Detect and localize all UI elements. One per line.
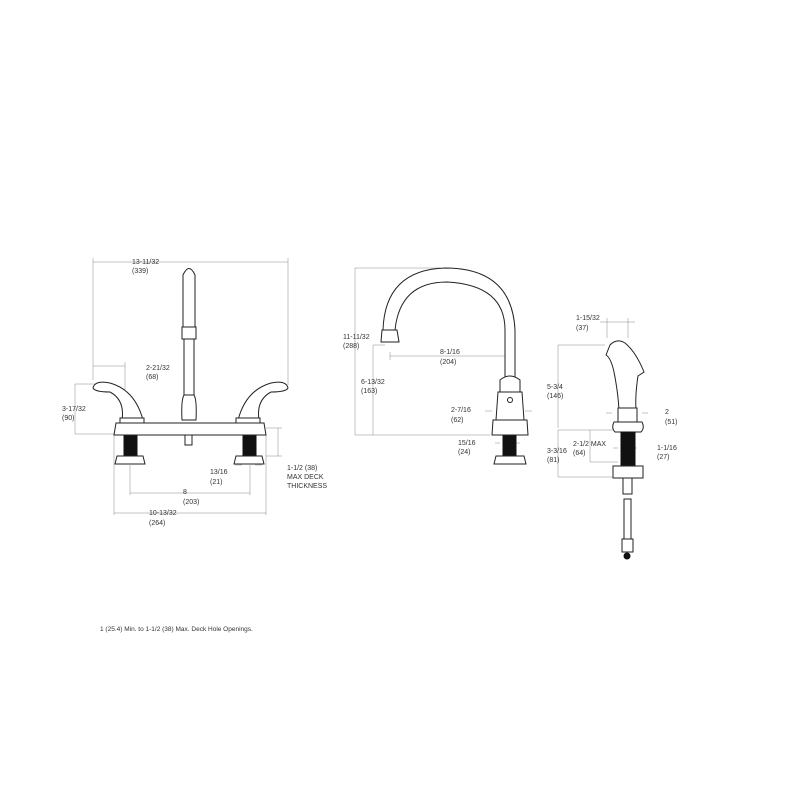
dim-overall-width-mm: (339) bbox=[132, 268, 148, 275]
dim-handle-height: 3-17/32 bbox=[62, 406, 86, 413]
dim-handle-height-mm: (90) bbox=[62, 415, 74, 422]
dim-base-dia-mm: (62) bbox=[451, 417, 463, 424]
dim-sprayer-max-deck-mm: (64) bbox=[573, 450, 585, 457]
dim-center-spacing-mm: (203) bbox=[183, 499, 199, 506]
dim-sprayer-shank-dia: 1-1/16 bbox=[657, 445, 677, 452]
sprayer-view: 1-15/32 (37) 5-3/4 (146) 2 (51) 2-1/2 MA… bbox=[547, 315, 677, 560]
dim-side-shank-dia-mm: (24) bbox=[458, 449, 470, 456]
dim-base-dia: 2-7/16 bbox=[451, 407, 471, 414]
faucet-front-view: 13-11/32 (339) 2-21/32 (68) 3-17/32 (90)… bbox=[62, 258, 327, 527]
dim-sprayer-base: 2 bbox=[665, 409, 669, 416]
dim-sprayer-max-deck: 2-1/2 MAX bbox=[573, 441, 606, 448]
dim-base-width: 10-13/32 bbox=[149, 510, 177, 517]
dim-head-width: 1-15/32 bbox=[576, 315, 600, 322]
faucet-side-view: 11-11/32 (288) 6-13/32 (163) 8-1/16 (204… bbox=[343, 267, 532, 465]
dim-shank-dia-mm: (21) bbox=[210, 479, 222, 486]
dim-sprayer-height: 5-3/4 bbox=[547, 384, 563, 391]
dim-sprayer-shank-length: 3-3/16 bbox=[547, 448, 567, 455]
dim-overall-width: 13-11/32 bbox=[132, 259, 159, 266]
dim-spout-reach: 8-1/16 bbox=[440, 349, 460, 356]
dim-side-shank-dia: 15/16 bbox=[458, 440, 476, 447]
dim-deck-label-2: THICKNESS bbox=[287, 483, 327, 490]
dim-spout-height: 6-13/32 bbox=[361, 379, 385, 386]
dim-deck-thickness: 1-1/2 (38) bbox=[287, 465, 317, 472]
footnote: 1 (25.4) Min. to 1-1/2 (38) Max. Deck Ho… bbox=[100, 626, 253, 633]
dim-overall-height: 11-11/32 bbox=[343, 334, 370, 341]
dim-spout-height-mm: (163) bbox=[361, 388, 377, 395]
dim-sprayer-base-mm: (51) bbox=[665, 419, 677, 426]
dim-handle-reach-mm: (68) bbox=[146, 374, 158, 381]
dim-sprayer-height-mm: (146) bbox=[547, 393, 563, 400]
dim-deck-label: MAX DECK bbox=[287, 474, 324, 481]
dim-head-width-mm: (37) bbox=[576, 325, 588, 332]
dim-sprayer-shank-dia-mm: (27) bbox=[657, 454, 669, 461]
dim-base-width-mm: (264) bbox=[149, 520, 165, 527]
dim-spout-reach-mm: (204) bbox=[440, 359, 456, 366]
dim-sprayer-shank-length-mm: (81) bbox=[547, 457, 559, 464]
dim-handle-reach: 2-21/32 bbox=[146, 365, 170, 372]
dim-shank-dia: 13/16 bbox=[210, 469, 228, 476]
dim-center-spacing: 8 bbox=[183, 489, 187, 496]
dim-overall-height-mm: (288) bbox=[343, 343, 359, 350]
